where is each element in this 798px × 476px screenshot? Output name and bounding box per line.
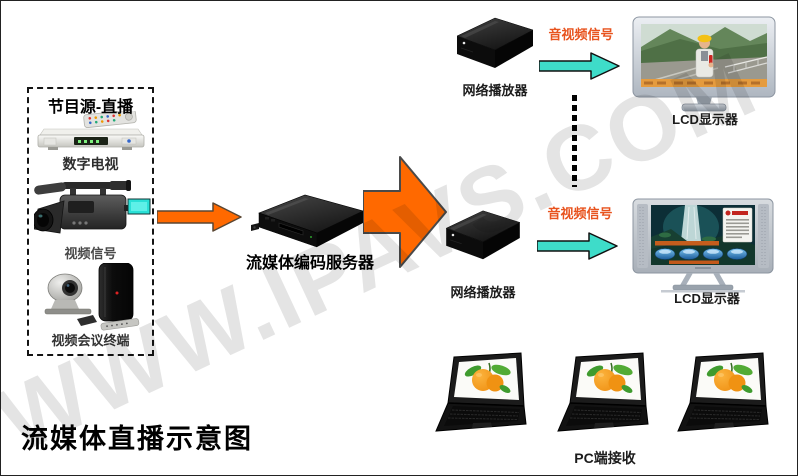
lcd-display-2-label: LCD显示器 <box>674 291 740 306</box>
lcd-display-1-label: LCD显示器 <box>672 112 738 127</box>
pc-laptop-2-image <box>555 349 657 445</box>
network-player-1-image <box>453 11 537 77</box>
program-source-group-box <box>27 87 154 356</box>
digital-tv-label: 数字电视 <box>62 156 119 172</box>
pc-laptop-1-image <box>433 349 535 445</box>
pc-receive-label: PC端接收 <box>574 450 636 466</box>
network-player-2-image <box>441 205 525 267</box>
video-conference-label: 视频会议终端 <box>51 333 130 348</box>
lcd-display-2-image <box>631 197 775 293</box>
arrow-source-to-encoder-icon <box>157 201 243 233</box>
av-signal-1-label: 音视频信号 <box>548 27 614 42</box>
encoder-label: 流媒体编码服务器 <box>245 255 374 272</box>
dotted-line <box>572 95 577 187</box>
camcorder-image <box>34 177 152 247</box>
diagram-title: 流媒体直播示意图 <box>21 424 253 454</box>
arrow-encoder-to-players-icon <box>363 153 449 271</box>
video-conference-image <box>39 263 147 333</box>
encoder-server-image <box>251 185 369 257</box>
av-signal-2-label: 音视频信号 <box>547 206 613 221</box>
arrow-player2-to-lcd2-icon <box>537 229 619 263</box>
lcd-display-1-image <box>630 15 778 115</box>
network-player-1-label: 网络播放器 <box>462 83 528 98</box>
set-top-box-image <box>34 111 148 155</box>
program-source-title: 节目源-直播 <box>47 99 134 116</box>
arrow-player1-to-lcd1-icon <box>539 50 621 82</box>
video-signal-label: 视频信号 <box>64 246 117 261</box>
network-player-2-label: 网络播放器 <box>450 285 516 300</box>
pc-laptop-3-image <box>675 349 777 445</box>
